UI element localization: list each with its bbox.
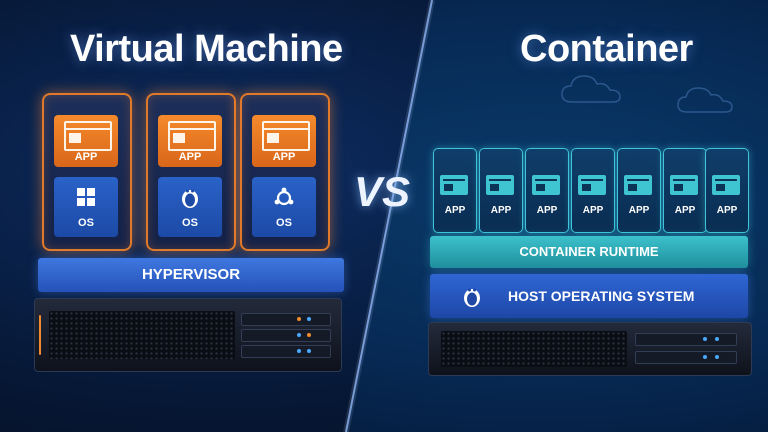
server-vent	[441, 331, 627, 367]
linux-tux-icon	[182, 189, 198, 208]
status-light-strip	[39, 315, 41, 355]
app-label: APP	[490, 205, 512, 216]
app-label: APP	[582, 205, 604, 216]
container-app-card: APP	[663, 148, 707, 233]
app-label: APP	[536, 205, 558, 216]
status-led	[297, 317, 301, 321]
os-label: OS	[182, 217, 198, 229]
status-led	[297, 349, 301, 353]
app-window-icon	[440, 175, 468, 195]
app-window-icon	[670, 175, 698, 195]
app-label: APP	[716, 205, 738, 216]
status-led	[715, 355, 719, 359]
app-label: APP	[272, 151, 296, 163]
server-drive-bay	[241, 329, 331, 342]
status-led	[715, 337, 719, 341]
status-led	[703, 355, 707, 359]
vm-app-block: APP	[54, 115, 118, 167]
app-window-icon	[532, 175, 560, 195]
app-window-icon	[64, 121, 112, 151]
os-label: OS	[78, 217, 94, 229]
vm-title: Virtual Machine	[70, 28, 343, 70]
vm-app-block: APP	[252, 115, 316, 167]
status-led	[307, 349, 311, 353]
status-led	[307, 333, 311, 337]
vm-server-hardware	[34, 298, 342, 372]
vm-card: APP OS	[146, 93, 236, 251]
status-led	[703, 337, 707, 341]
container-app-card: APP	[433, 148, 477, 233]
vm-app-block: APP	[158, 115, 222, 167]
server-vent	[49, 311, 235, 359]
vm-card: APP OS	[42, 93, 132, 251]
status-led	[307, 317, 311, 321]
container-server-hardware	[428, 322, 752, 376]
container-app-card: APP	[525, 148, 569, 233]
server-drive-bay	[635, 333, 737, 346]
app-window-icon	[486, 175, 514, 195]
cloud-icon	[561, 75, 621, 103]
windows-icon	[77, 188, 95, 206]
vm-os-block: OS	[252, 177, 316, 237]
app-label: APP	[178, 151, 202, 163]
vm-card: APP OS	[240, 93, 330, 251]
container-title: Container	[520, 28, 693, 70]
ubuntu-icon	[274, 187, 294, 206]
app-window-icon	[624, 175, 652, 195]
host-os-label: HOST OPERATING SYSTEM	[508, 288, 695, 304]
vm-os-block: OS	[158, 177, 222, 237]
app-label: APP	[628, 205, 650, 216]
status-led	[297, 333, 301, 337]
container-app-card: APP	[479, 148, 523, 233]
server-drive-bay	[241, 313, 331, 326]
linux-tux-icon	[464, 288, 480, 307]
app-label: APP	[74, 151, 98, 163]
container-app-card: APP	[705, 148, 749, 233]
server-drive-bay	[241, 345, 331, 358]
container-runtime-layer: CONTAINER RUNTIME	[430, 236, 748, 268]
app-window-icon	[578, 175, 606, 195]
container-app-card: APP	[617, 148, 661, 233]
app-window-icon	[262, 121, 310, 151]
os-label: OS	[276, 217, 292, 229]
app-window-icon	[168, 121, 216, 151]
hypervisor-layer: HYPERVISOR	[38, 258, 344, 292]
container-app-card: APP	[571, 148, 615, 233]
app-label: APP	[444, 205, 466, 216]
app-label: APP	[674, 205, 696, 216]
app-window-icon	[712, 175, 740, 195]
server-drive-bay	[635, 351, 737, 364]
vs-label: VS	[354, 168, 411, 215]
vm-os-block: OS	[54, 177, 118, 237]
cloud-icon	[677, 87, 733, 113]
host-os-layer: HOST OPERATING SYSTEM	[430, 274, 748, 318]
